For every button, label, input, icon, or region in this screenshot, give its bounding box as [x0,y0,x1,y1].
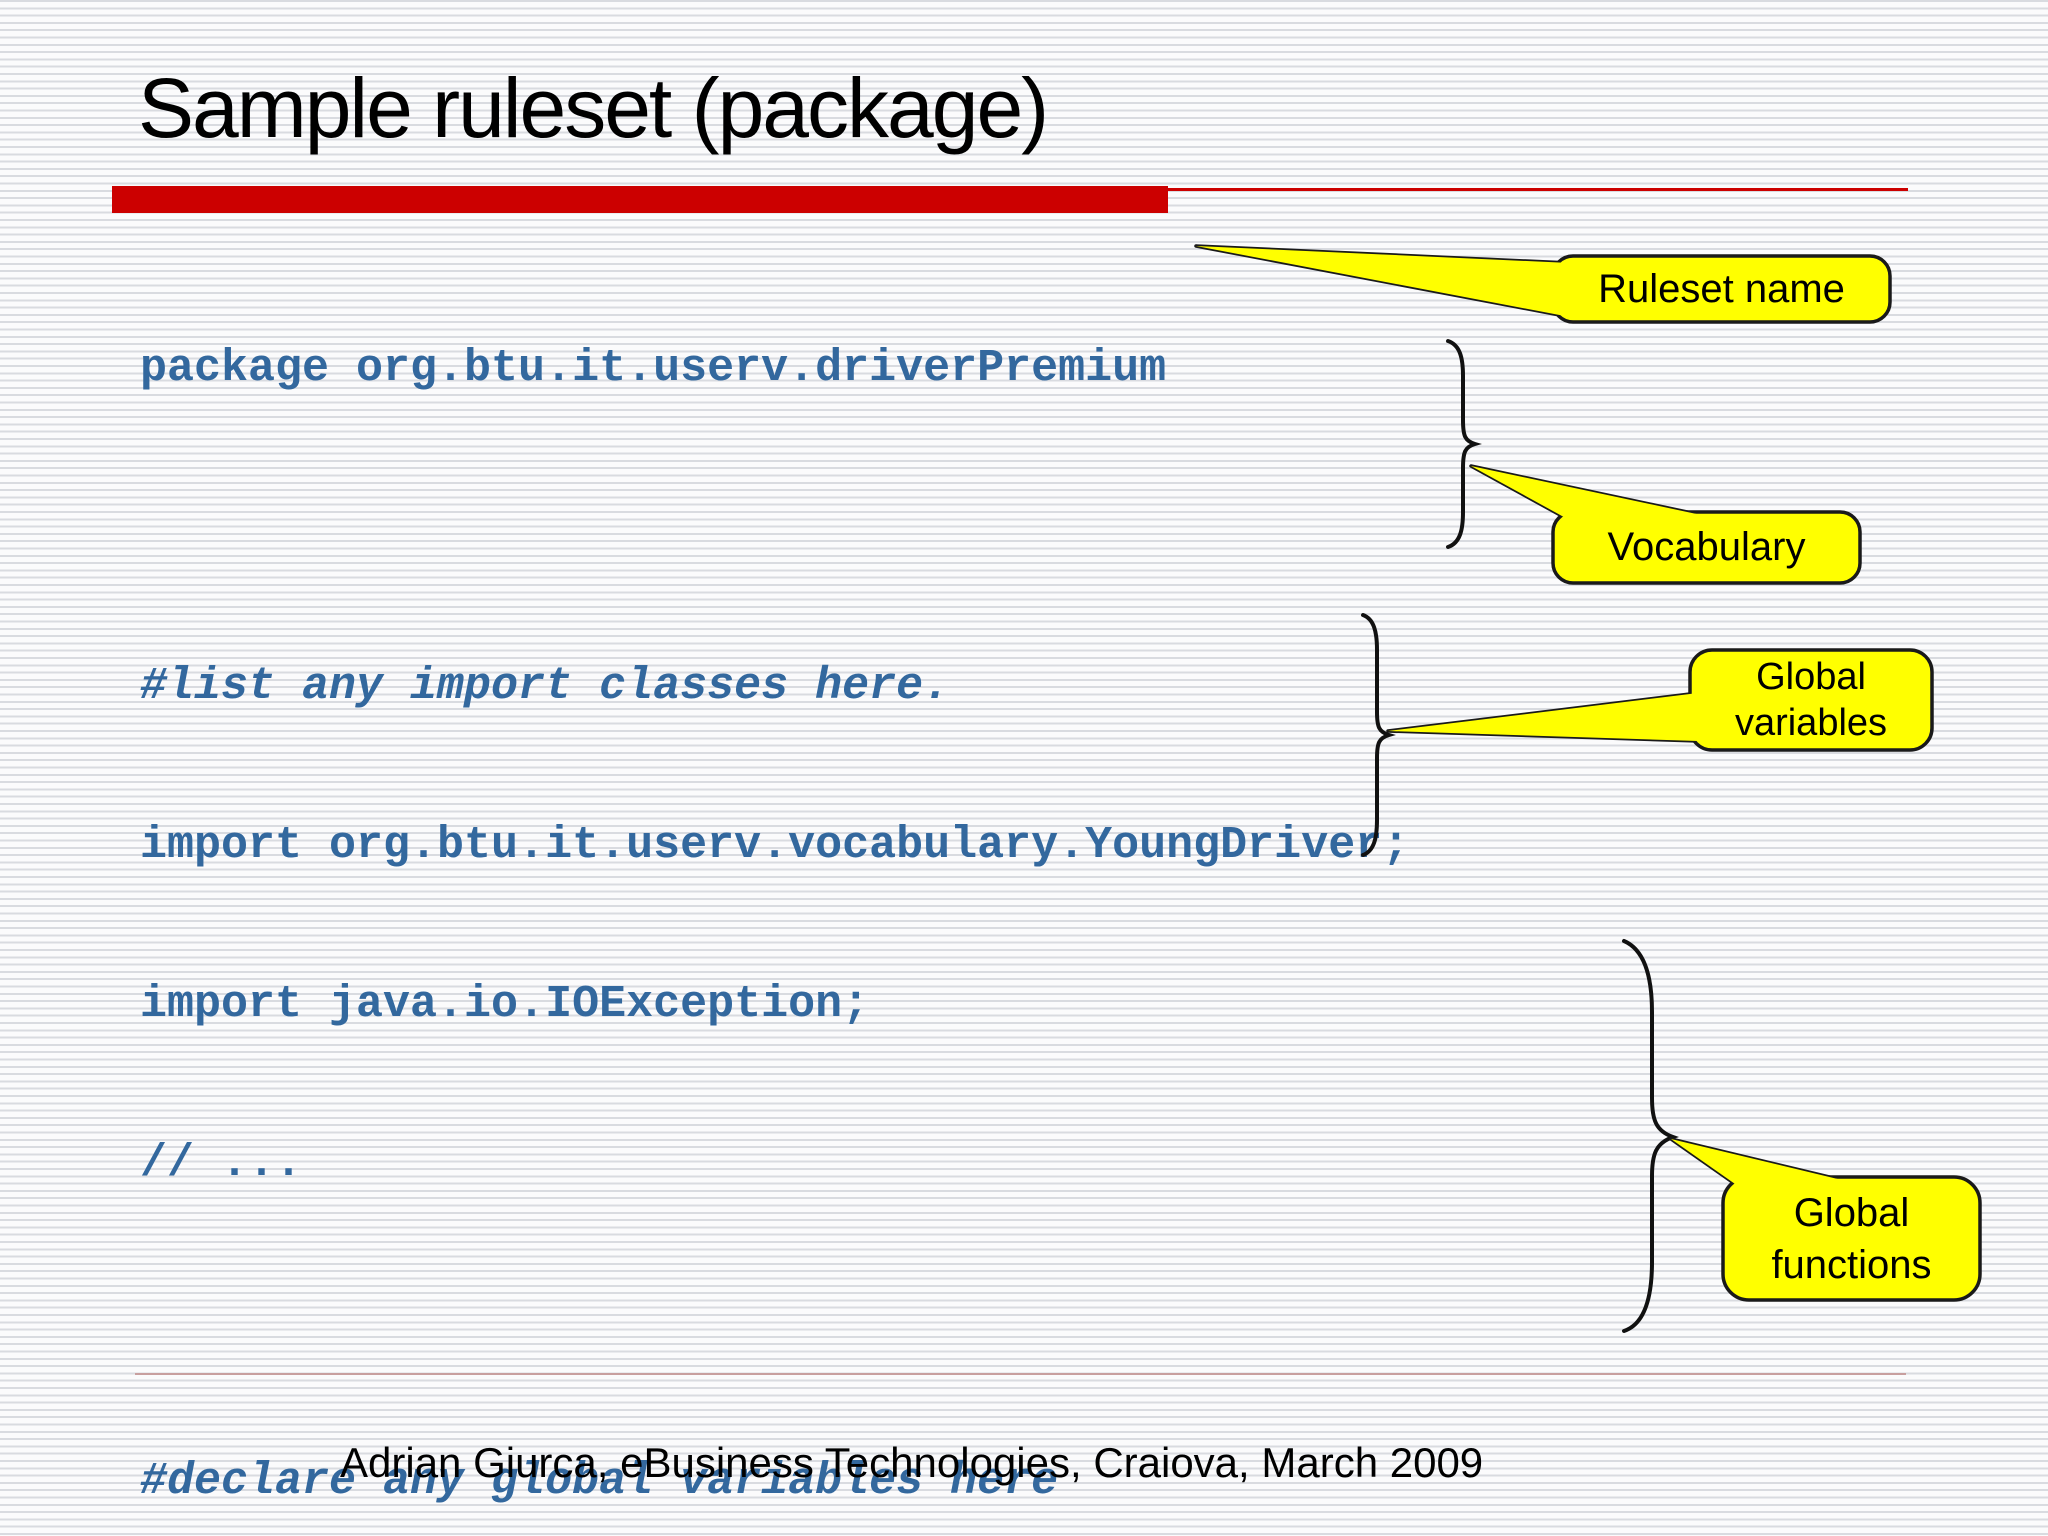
title-accent-bar [112,186,1168,213]
footer-credit: Adrian Giurca, eBusiness Technologies, C… [340,1439,1484,1486]
code-line-comment-globals: #declare any global variables here [140,1456,1059,1507]
code-line-import-io: import java.io.IOException; [140,979,870,1030]
page-title: Sample ruleset (package) [138,61,1049,155]
code-line-blank [140,501,1598,554]
callout-global-variables-line1: Global [1756,656,1866,698]
callout-global-functions-line1: Global [1793,1190,1910,1235]
code-line-comment-imports: #list any import classes here. [140,661,951,712]
brace-global-functions [1622,939,1680,1333]
code-block: package org.btu.it.userv.driverPremium #… [140,236,1598,1536]
callout-vocabulary-label: Vocabulary [1607,525,1806,569]
code-line-import-vocab: import org.btu.it.userv.vocabulary.Young… [140,820,1410,871]
callout-ruleset-name-label: Ruleset name [1598,266,1845,311]
code-line-ellipsis: // ... [140,1138,303,1189]
callout-global-variables-label: Global variables [1690,650,1932,750]
callout-global-functions-line2: functions [1771,1242,1932,1287]
callout-global-variables-line2: variables [1734,702,1888,744]
code-line-package: package org.btu.it.userv.driverPremium [140,343,1167,394]
code-line-blank [140,1296,1598,1349]
footer-divider-line [135,1373,1906,1375]
callout-global-functions-label: Global functions [1723,1177,1980,1300]
